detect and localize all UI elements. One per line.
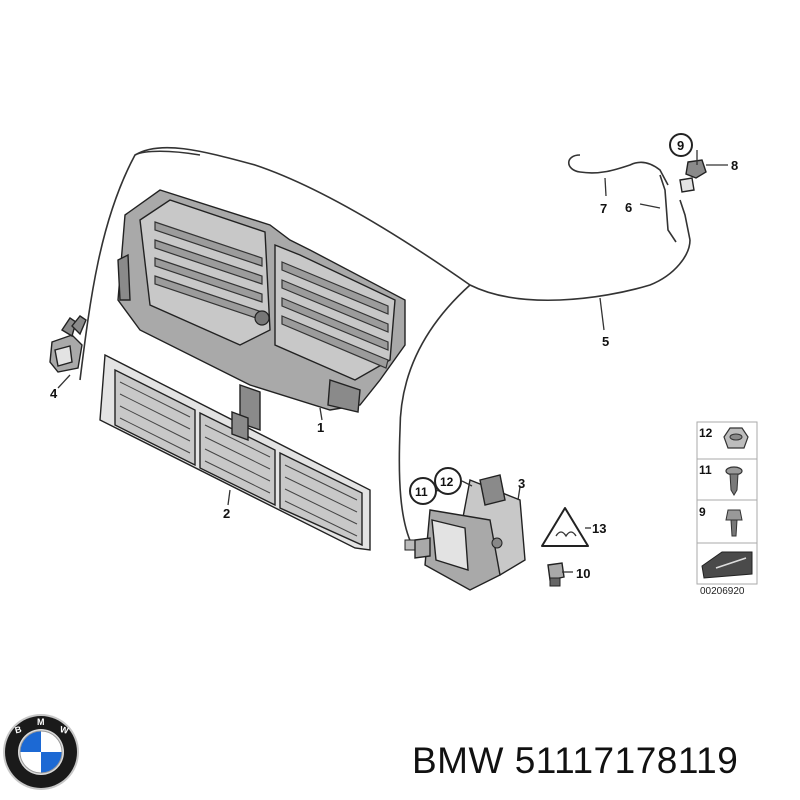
svg-text:B: B <box>14 724 23 735</box>
air-flap-control <box>99 353 371 551</box>
arrow-symbol-icon <box>701 551 753 579</box>
callout-4: 4 <box>50 386 58 401</box>
bowden-cable <box>79 146 691 551</box>
callout-labels: 1 2 3 4 5 6 7 8 9 10 11 12 13 <box>50 133 738 581</box>
svg-text:W: W <box>59 724 70 736</box>
callout-9: 9 <box>677 138 684 153</box>
callout-6: 6 <box>625 200 632 215</box>
bolt <box>547 562 565 587</box>
clip-icon <box>725 509 743 537</box>
screw-icon <box>725 466 743 496</box>
callout-10: 10 <box>576 566 590 581</box>
doc-number: 00206920 <box>700 586 745 597</box>
callout-11-circle <box>409 477 437 505</box>
callout-3: 3 <box>518 476 525 491</box>
caption-brand: BMW <box>412 740 504 781</box>
bmw-logo-icon: B M W <box>3 714 79 790</box>
nut-icon <box>723 427 749 449</box>
callout-2: 2 <box>223 506 230 521</box>
legend-label-12: 12 <box>699 426 713 440</box>
callout-11: 11 <box>415 485 428 499</box>
switch <box>49 315 87 373</box>
small-parts-legend: 12 11 9 00206920 <box>696 421 758 597</box>
callout-5: 5 <box>602 334 609 349</box>
callout-7: 7 <box>600 201 607 216</box>
carrier-slats-right <box>281 261 389 369</box>
caption-part-number: 51117178119 <box>514 740 739 781</box>
part-caption: BMW 51117178119 <box>412 740 792 790</box>
actuator <box>414 474 526 591</box>
callout-12: 12 <box>440 475 454 489</box>
pull-cable-parts <box>567 154 707 243</box>
callout-8: 8 <box>731 158 738 173</box>
callout-12-circle <box>434 467 462 495</box>
legend-label-9: 9 <box>699 505 706 519</box>
callout-9-circle <box>669 133 693 157</box>
svg-text:M: M <box>37 717 45 727</box>
carrier-slats-left <box>154 221 263 321</box>
callout-13: 13 <box>592 521 606 536</box>
legend-label-11: 11 <box>699 463 712 477</box>
grille-carrier <box>117 189 406 413</box>
leader-lines <box>57 150 728 573</box>
warning-label <box>541 507 589 547</box>
callout-1: 1 <box>317 420 324 435</box>
